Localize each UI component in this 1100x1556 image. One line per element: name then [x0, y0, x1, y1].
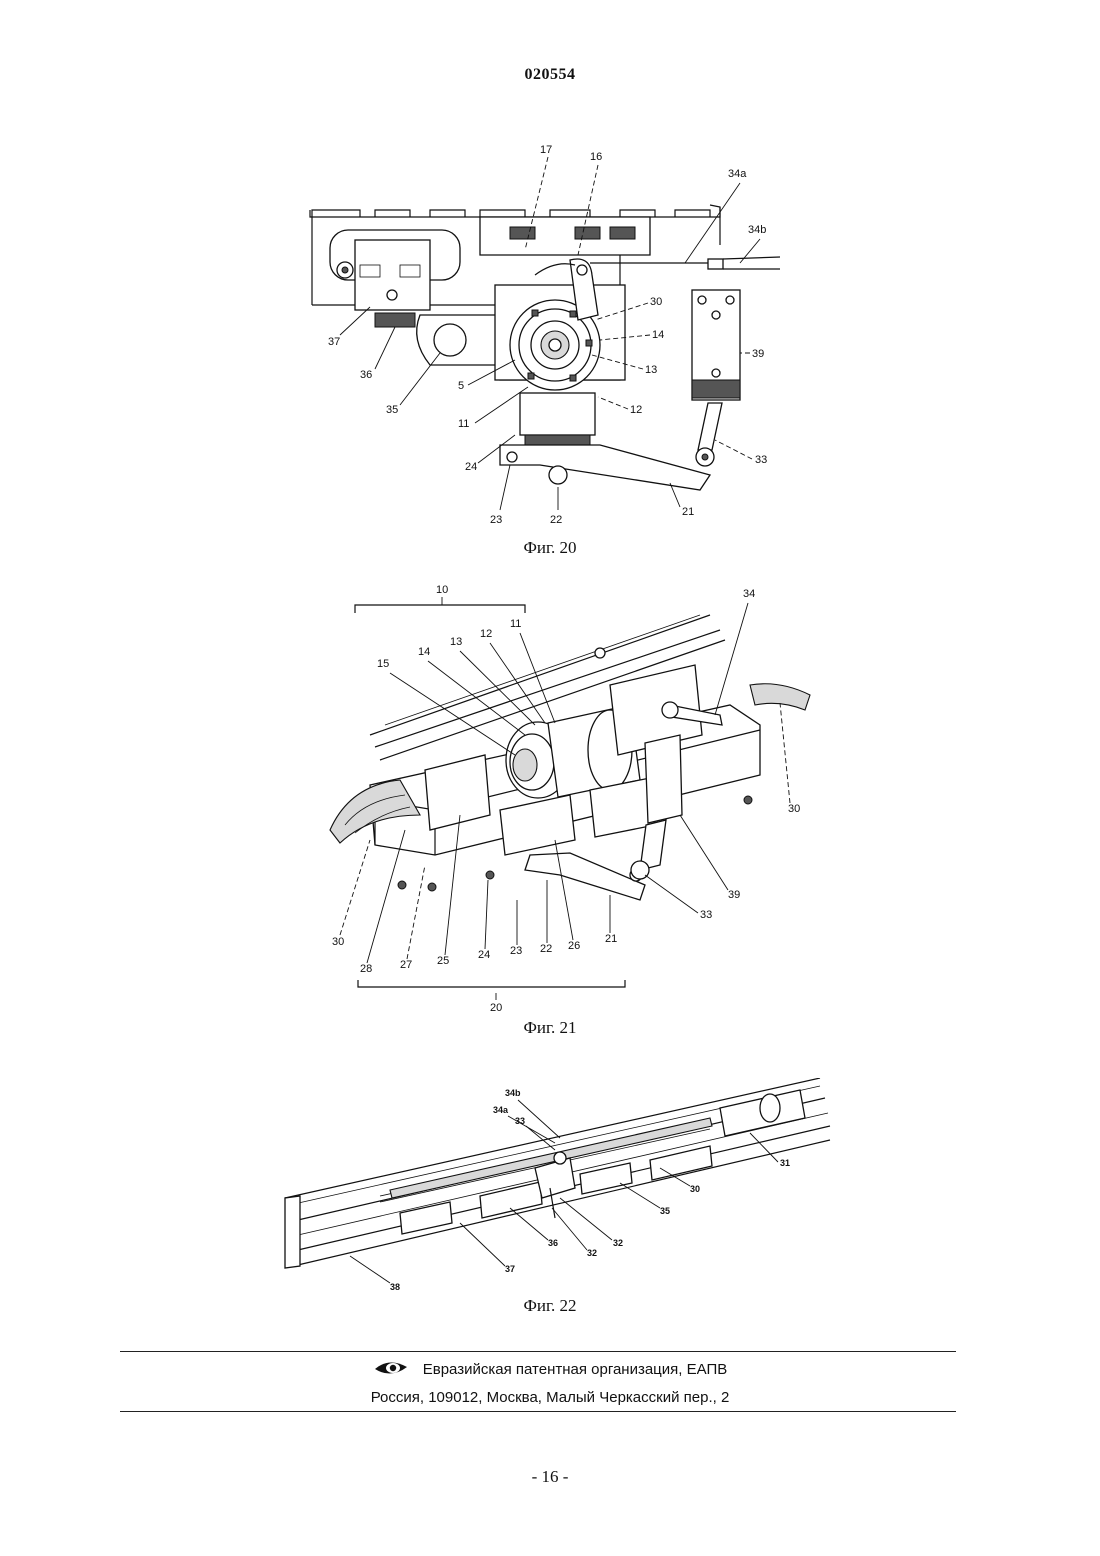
figure-22-drawing: 34b 34a 33 31 30 35 32 32 36 37 38: [280, 1078, 840, 1300]
fig21-label-26: 26: [568, 940, 580, 952]
fig20-label-17: 17: [540, 144, 552, 156]
fig20-label-24: 24: [465, 461, 477, 473]
fig21-label-33: 33: [700, 909, 712, 921]
organization-address: Россия, 109012, Москва, Малый Черкасский…: [0, 1389, 1100, 1406]
fig20-label-35: 35: [386, 404, 398, 416]
fig21-label-27: 27: [400, 959, 412, 971]
fig20-label-36: 36: [360, 369, 372, 381]
fig22-label-32-left: 32: [587, 1248, 597, 1258]
fig20-label-13: 13: [645, 364, 657, 376]
fig22-label-33: 33: [515, 1116, 525, 1126]
fig20-label-14: 14: [652, 329, 664, 341]
fig21-label-12: 12: [480, 628, 492, 640]
fig21-label-23: 23: [510, 945, 522, 957]
fig20-label-34a: 34a: [728, 168, 747, 180]
footer-bottom-rule: [120, 1411, 956, 1412]
fig21-label-34: 34: [743, 588, 755, 600]
figure-20-caption: Фиг. 20: [0, 538, 1100, 558]
fig21-label-22: 22: [540, 943, 552, 955]
fig22-label-30: 30: [690, 1184, 700, 1194]
fig20-label-5: 5: [458, 380, 464, 392]
organization-name: Евразийская патентная организация, ЕАПВ: [423, 1361, 728, 1378]
fig21-label-30-right: 30: [788, 803, 800, 815]
footer-organization-line: Евразийская патентная организация, ЕАПВ: [0, 1359, 1100, 1378]
figure-21-caption: Фиг. 21: [0, 1018, 1100, 1038]
footer-top-rule: [120, 1351, 956, 1352]
fig22-label-38: 38: [390, 1282, 400, 1292]
fig20-label-11: 11: [458, 418, 469, 430]
fig20-label-22: 22: [550, 514, 562, 526]
fig21-label-30-left: 30: [332, 936, 344, 948]
fig21-label-21: 21: [605, 933, 617, 945]
fig20-label-21: 21: [682, 506, 694, 518]
fig21-label-25: 25: [437, 955, 449, 967]
fig22-label-35: 35: [660, 1206, 670, 1216]
fig20-label-39: 39: [752, 348, 764, 360]
fig21-label-15: 15: [377, 658, 389, 670]
fig22-label-34b: 34b: [505, 1088, 521, 1098]
fig21-label-14: 14: [418, 646, 430, 658]
fig22-label-31: 31: [780, 1158, 790, 1168]
fig20-label-12: 12: [630, 404, 642, 416]
figure-21-drawing: 10 34 15 14 13 12 11 30 39 33 21 26 22 2…: [310, 575, 830, 1015]
fig21-label-20: 20: [490, 1002, 502, 1014]
page-number: - 16 -: [0, 1467, 1100, 1487]
fig21-label-13: 13: [450, 636, 462, 648]
fig20-label-33: 33: [755, 454, 767, 466]
fig20-label-37: 37: [328, 336, 340, 348]
fig20-label-16: 16: [590, 151, 602, 163]
fig22-label-34a: 34a: [493, 1105, 509, 1115]
fig21-label-39: 39: [728, 889, 740, 901]
fig22-label-37: 37: [505, 1264, 515, 1274]
fig22-label-32-right: 32: [613, 1238, 623, 1248]
fig21-label-11: 11: [510, 618, 521, 630]
fig21-label-10: 10: [436, 584, 448, 596]
document-number: 020554: [0, 66, 1100, 84]
fig20-label-30: 30: [650, 296, 662, 308]
figure-20-drawing: 17 16 34a 34b 30 14 13 12 37 36 35 5 11 …: [300, 135, 800, 530]
fig20-label-34b: 34b: [748, 224, 766, 236]
figure-22-caption: Фиг. 22: [0, 1296, 1100, 1316]
fig22-label-36: 36: [548, 1238, 558, 1248]
fig21-label-28: 28: [360, 963, 372, 975]
fig20-label-23: 23: [490, 514, 502, 526]
fig21-label-24: 24: [478, 949, 490, 961]
eye-logo-icon: [373, 1359, 409, 1377]
